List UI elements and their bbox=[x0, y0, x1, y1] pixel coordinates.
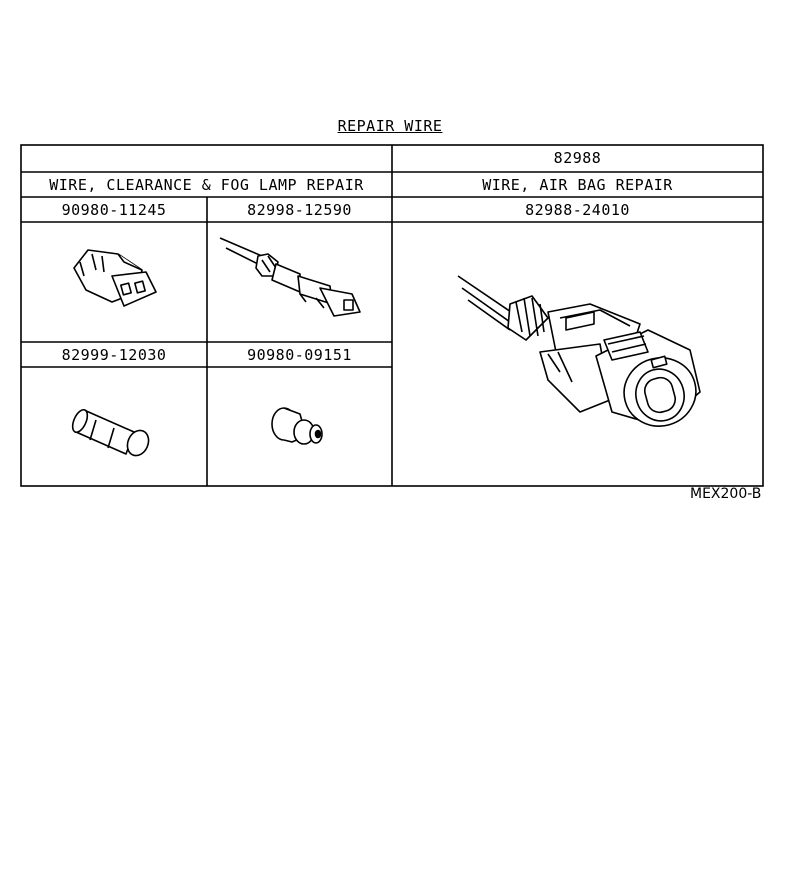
part-number-3: 82988-24010 bbox=[525, 200, 630, 219]
part-number-4: 82999-12030 bbox=[61, 345, 167, 364]
part-number-2: 82998-12590 bbox=[247, 200, 352, 219]
description-clearance-fog-lamp: WIRE, CLEARANCE & FOG LAMP REPAIR bbox=[49, 175, 364, 194]
header-cell-blank bbox=[22, 145, 391, 171]
part-number-5: 90980-09151 bbox=[247, 345, 352, 364]
figure-code: MEX200-B bbox=[690, 486, 762, 502]
airbag-connector-82988-24010-illustration bbox=[457, 275, 701, 427]
connector-90980-11245-illustration bbox=[73, 249, 157, 307]
sleeve-82999-12030-illustration bbox=[71, 408, 150, 457]
part-number-1: 90980-11245 bbox=[61, 200, 167, 219]
diagram-title: REPAIR WIRE bbox=[337, 117, 443, 135]
description-air-bag: WIRE, AIR BAG REPAIR bbox=[482, 175, 673, 194]
header-cell-part-82988: 82988 bbox=[553, 149, 602, 167]
table-grid bbox=[20, 144, 764, 487]
terminal-82998-12590-illustration bbox=[219, 237, 361, 317]
seal-90980-09151-illustration bbox=[271, 407, 323, 445]
